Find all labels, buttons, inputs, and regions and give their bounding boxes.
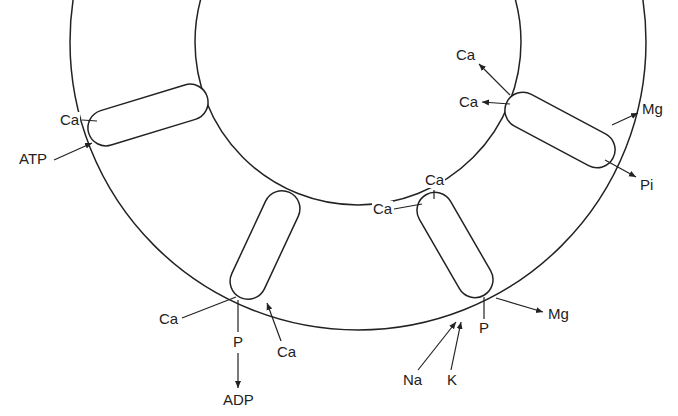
ion-label: Na bbox=[402, 372, 423, 388]
arrow bbox=[612, 113, 638, 125]
ion-label: ADP bbox=[222, 392, 255, 408]
outer-membrane-arc bbox=[70, 0, 646, 330]
arrow bbox=[451, 322, 461, 370]
ion-label: ATP bbox=[18, 151, 48, 167]
enzyme-oval bbox=[499, 86, 622, 174]
ion-label: Pi bbox=[639, 177, 654, 193]
arrow bbox=[479, 64, 510, 95]
arrow bbox=[482, 102, 510, 104]
arrow bbox=[267, 303, 281, 341]
leader-line bbox=[237, 300, 238, 332]
enzyme-oval bbox=[83, 80, 212, 151]
arrow bbox=[418, 322, 456, 370]
ion-label: Ca bbox=[59, 112, 80, 128]
inner-membrane-arc bbox=[195, 0, 521, 205]
ion-label: K bbox=[446, 372, 458, 388]
ion-label: Ca bbox=[455, 47, 476, 63]
ion-label: Ca bbox=[458, 94, 479, 110]
enzyme-oval bbox=[410, 186, 499, 304]
ion-label: Ca bbox=[372, 201, 393, 217]
leader-line bbox=[394, 204, 422, 209]
arrow bbox=[496, 298, 543, 312]
ion-label: Mg bbox=[641, 101, 664, 117]
arrow bbox=[237, 353, 238, 388]
ion-label: Ca bbox=[158, 311, 179, 327]
ion-label: P bbox=[232, 334, 244, 350]
ion-label: Ca bbox=[276, 344, 297, 360]
leader-line bbox=[433, 190, 434, 199]
arrow bbox=[54, 143, 92, 160]
ion-label: Mg bbox=[547, 306, 570, 322]
enzyme-oval bbox=[224, 185, 306, 305]
ion-label: P bbox=[478, 320, 490, 336]
leader-line bbox=[483, 297, 484, 319]
leader-line bbox=[182, 297, 236, 318]
ion-label: Ca bbox=[424, 172, 445, 188]
leader-line bbox=[82, 120, 97, 121]
arrow bbox=[605, 160, 636, 177]
